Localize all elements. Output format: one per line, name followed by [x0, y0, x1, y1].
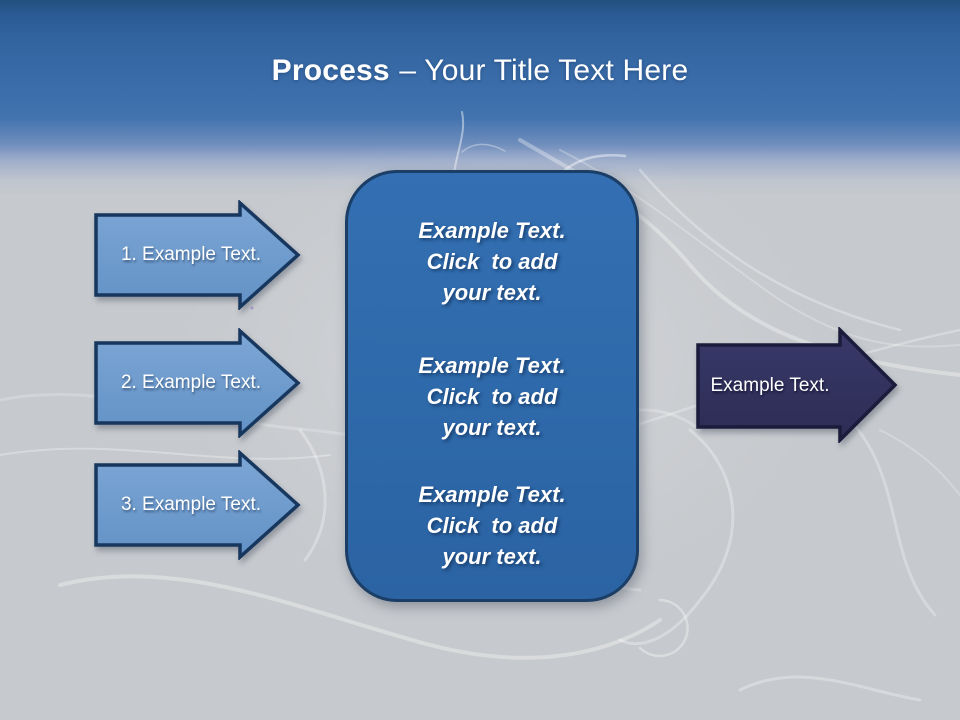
center-text-panel[interactable]: Example Text. Click to add your text. Ex…	[345, 170, 639, 602]
panel-text-line: Example Text.	[418, 482, 566, 507]
panel-text-line: Click to add	[426, 384, 558, 409]
result-arrow[interactable]: Example Text.	[696, 327, 898, 443]
process-step-3-arrow[interactable]: 3. Example Text.	[93, 450, 301, 560]
panel-text-line: Example Text.	[418, 218, 566, 243]
panel-text-line: Example Text.	[418, 353, 566, 378]
panel-text-block-2: Example Text. Click to add your text.	[348, 350, 636, 443]
process-step-1-label: 1. Example Text.	[120, 244, 262, 265]
panel-text-line: your text.	[442, 280, 542, 305]
title-bold-text: Process	[271, 54, 390, 87]
process-step-2-label: 2. Example Text.	[120, 372, 262, 393]
process-step-3-label: 3. Example Text.	[120, 494, 262, 515]
step-arrow-shape	[94, 328, 301, 438]
process-step-1-arrow[interactable]: 1. Example Text.	[93, 200, 301, 310]
step-arrow-shape	[94, 450, 301, 560]
panel-text-block-3: Example Text. Click to add your text.	[348, 479, 636, 572]
step-arrow-shape	[94, 200, 301, 310]
panel-text-line: Click to add	[426, 513, 558, 538]
panel-text-block-1: Example Text. Click to add your text.	[348, 215, 636, 308]
header-gradient-band	[0, 0, 960, 196]
panel-text-line: Click to add	[426, 249, 558, 274]
result-arrow-label: Example Text.	[710, 375, 830, 396]
panel-text-line: your text.	[442, 544, 542, 569]
title-regular-text: – Your Title Text Here	[399, 54, 689, 87]
result-arrow-shape	[696, 327, 898, 443]
slide-title: Process – Your Title Text Here	[0, 54, 960, 88]
panel-text-line: your text.	[442, 415, 542, 440]
process-step-2-arrow[interactable]: 2. Example Text.	[93, 328, 301, 438]
